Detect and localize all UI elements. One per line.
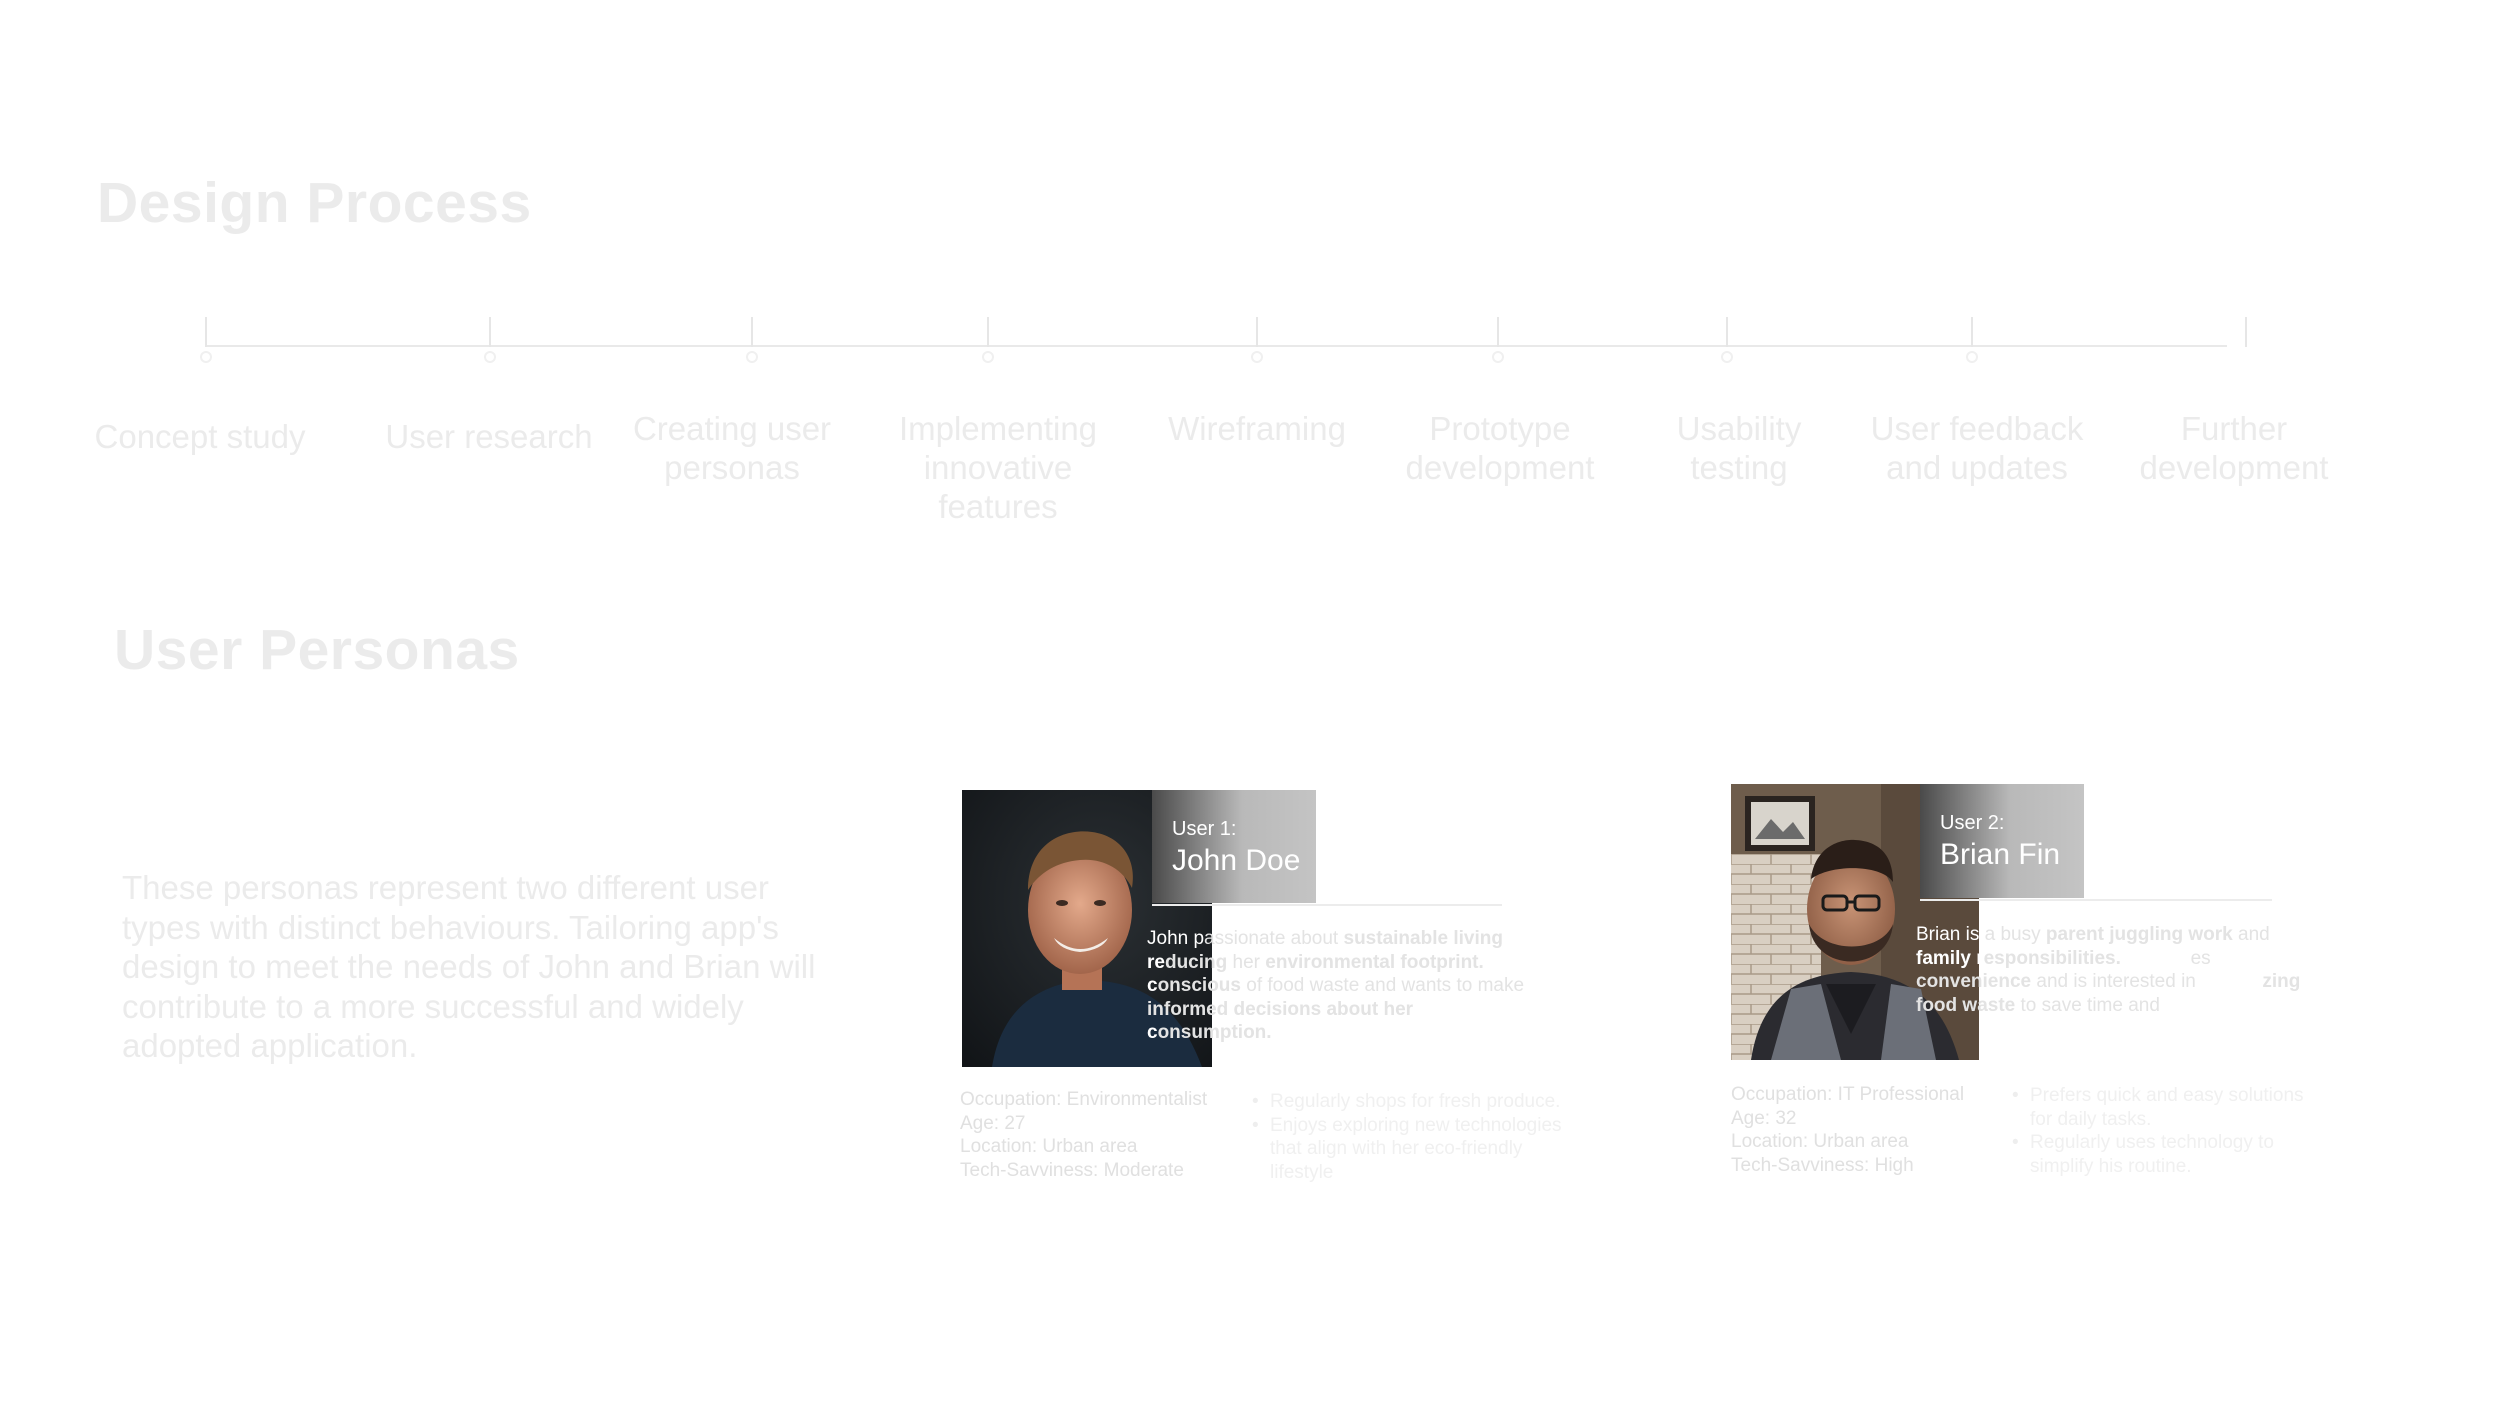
bio-segment: es bbox=[2190, 947, 2211, 969]
persona-photo-brian bbox=[1731, 784, 1979, 1060]
timeline-tick bbox=[982, 317, 994, 363]
step-prototype-development: Prototype development bbox=[1405, 410, 1595, 486]
bio-segment: re bbox=[1147, 951, 1165, 973]
timeline-dot bbox=[484, 351, 496, 363]
persona-name-box: User 1: John Doe bbox=[1152, 790, 1316, 903]
bio-segment: to save time and bbox=[2015, 994, 2166, 1016]
timeline-dot bbox=[1251, 351, 1263, 363]
name-divider bbox=[1152, 904, 1502, 906]
bio-segment: He is bbox=[1483, 951, 1533, 973]
bio-segment: family r bbox=[1916, 947, 1984, 969]
persona-facts: Occupation: Environmentalist Age: 27 Loc… bbox=[960, 1088, 1207, 1182]
persona-name-box: User 2: Brian Fin bbox=[1920, 784, 2084, 898]
fact-age: Age: 27 bbox=[960, 1112, 1026, 1134]
bio-segment: money. bbox=[2165, 994, 2227, 1016]
persona-facts: Occupation: IT Professional Age: 32 Loca… bbox=[1731, 1083, 1964, 1177]
bio-segment: informed decisions about her bbox=[1147, 998, 1414, 1020]
step-user-research: User research bbox=[385, 418, 593, 455]
bio-segment: He valu bbox=[2120, 947, 2191, 969]
fact-occupation: Occupation: IT Professional bbox=[1731, 1084, 1965, 1105]
bio-segment: zing food waste bbox=[1916, 971, 2301, 1016]
timeline-dot bbox=[1966, 351, 1978, 363]
user-personas-title: User Personas bbox=[114, 618, 520, 682]
timeline-tick bbox=[2245, 317, 2247, 347]
persona-name: John Doe bbox=[1172, 844, 1301, 877]
bio-segment: onscious bbox=[1157, 975, 1241, 996]
design-process-title: Design Process bbox=[97, 171, 532, 235]
step-usability-testing: Usability testing bbox=[1676, 410, 1802, 486]
fact-age: Age: 32 bbox=[1731, 1107, 1797, 1129]
bio-segment: c bbox=[1147, 975, 1158, 996]
persona-bio: Brian is a busy parent juggling work and… bbox=[1916, 923, 2326, 1017]
bio-segment: Brian is bbox=[1916, 924, 1980, 945]
fact-location: Location: Urban area bbox=[960, 1136, 1138, 1157]
timeline-line bbox=[205, 345, 2227, 347]
persona-bullets: Regularly shops for fresh produce. Enjoy… bbox=[1252, 1090, 1587, 1184]
bio-segment: onsumption. bbox=[1157, 1022, 1272, 1043]
timeline-dot bbox=[746, 351, 758, 363]
step-implementing-features: Implementing innovative features bbox=[898, 410, 1098, 525]
bio-segment: assionate about bbox=[1204, 928, 1344, 949]
timeline-tick bbox=[1966, 317, 1978, 363]
portrait-image bbox=[1731, 784, 1979, 1060]
persona-bullets: Prefers quick and easy solutions for dai… bbox=[2012, 1084, 2322, 1178]
timeline-tick bbox=[484, 317, 496, 363]
bio-segment: her bbox=[1227, 951, 1266, 973]
step-creating-personas: Creating user personas bbox=[632, 410, 832, 486]
bio-segment: environmental footprint. bbox=[1265, 951, 1484, 973]
step-further-development: Further development bbox=[2139, 410, 2329, 486]
fact-location: Location: Urban area bbox=[1731, 1131, 1909, 1152]
bullet-item: Prefers quick and easy solutions for dai… bbox=[2012, 1084, 2322, 1131]
timeline-tick bbox=[1721, 317, 1733, 363]
bio-segment: and is interested in bbox=[2031, 971, 2202, 992]
name-divider bbox=[1920, 899, 2272, 901]
bio-segment: food c bbox=[1147, 998, 1460, 1044]
bio-segment: a busy bbox=[1979, 924, 2046, 945]
timeline-dot bbox=[982, 351, 994, 363]
persona-user-label: User 1: bbox=[1172, 818, 1237, 840]
bio-segment: and bbox=[2232, 924, 2270, 945]
fact-occupation: Occupation: Environmentalist bbox=[960, 1089, 1208, 1110]
step-user-feedback: User feedback and updates bbox=[1870, 410, 2084, 486]
bullet-item: Regularly uses technology to simplify hi… bbox=[2012, 1131, 2322, 1178]
timeline-tick bbox=[200, 317, 212, 363]
bio-segment: and bbox=[1502, 928, 1540, 949]
bio-segment: e bbox=[1513, 975, 1525, 996]
timeline-tick bbox=[1492, 317, 1504, 363]
personas-intro-text: These personas represent two different u… bbox=[122, 869, 816, 1064]
bio-segment: esponsibilities. bbox=[1983, 947, 2121, 969]
fact-tech-savviness: Tech-Savviness: Moderate bbox=[960, 1159, 1184, 1181]
timeline-dot bbox=[1492, 351, 1504, 363]
persona-name: Brian Fin bbox=[1940, 838, 2061, 871]
bullet-item: Enjoys exploring new technologies that a… bbox=[1252, 1114, 1587, 1185]
bio-segment: ducing bbox=[1164, 951, 1228, 973]
bio-segment: John p bbox=[1147, 928, 1205, 949]
persona-bio: John passionate about sustainable living… bbox=[1147, 927, 1567, 1045]
timeline-dot bbox=[1721, 351, 1733, 363]
bio-segment: minimi bbox=[2201, 971, 2263, 992]
bio-segment: sustainable living bbox=[1343, 928, 1503, 949]
timeline-tick bbox=[746, 317, 758, 363]
fact-tech-savviness: Tech-Savviness: High bbox=[1731, 1154, 1914, 1176]
bio-segment: of food waste and wants to mak bbox=[1240, 975, 1514, 996]
step-wireframing: Wireframing bbox=[1168, 410, 1346, 447]
step-concept-study: Concept study bbox=[94, 418, 306, 455]
bio-segment: convenience bbox=[1916, 971, 2032, 992]
bio-segment: parent juggling work bbox=[2045, 924, 2233, 945]
bullet-item: Regularly shops for fresh produce. bbox=[1252, 1090, 1587, 1114]
persona-user-label: User 2: bbox=[1940, 812, 2005, 834]
timeline-tick bbox=[1251, 317, 1263, 363]
timeline-dot bbox=[200, 351, 212, 363]
